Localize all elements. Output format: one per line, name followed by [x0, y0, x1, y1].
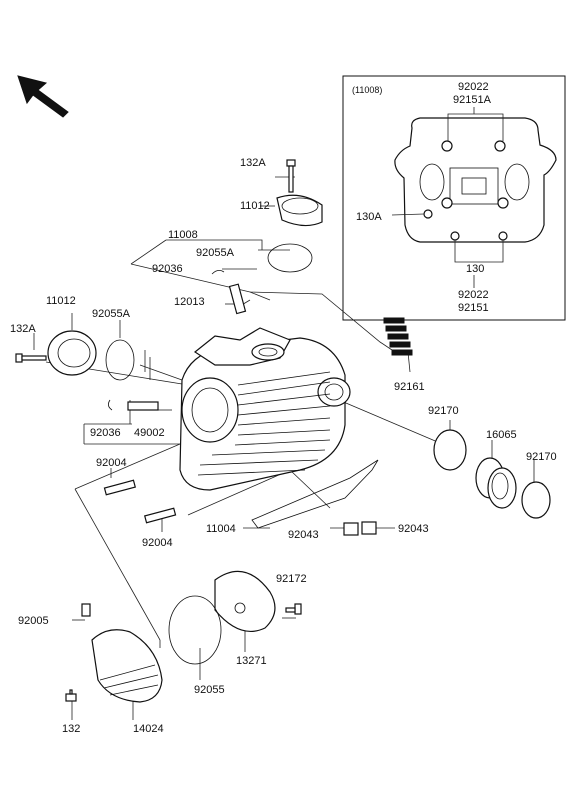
label-11008: 11008 — [168, 229, 198, 241]
pin-12013 — [228, 283, 247, 315]
label-11012-left: 11012 — [46, 295, 76, 307]
clip-92036-top — [211, 270, 225, 275]
intake-16065 — [475, 457, 517, 509]
label-92036-top: 92036 — [152, 263, 183, 275]
stud-92004-upper — [103, 479, 137, 496]
bolt-92172 — [285, 603, 302, 615]
inset-label-92022-bottom: 92022 — [458, 289, 489, 301]
stud-49002 — [127, 401, 159, 411]
front-direction-arrow-icon — [17, 75, 69, 118]
inset-label-92022-top: 92022 — [458, 81, 489, 93]
clamp-92170-upper — [433, 429, 467, 471]
label-132: 132 — [62, 723, 80, 735]
o-ring-92055a-left — [105, 339, 135, 381]
label-92055: 92055 — [194, 684, 225, 696]
bolt-132 — [65, 689, 77, 702]
label-92036-left: 92036 — [90, 427, 121, 439]
inset-label-92151a: 92151A — [453, 94, 492, 106]
label-13271: 13271 — [236, 655, 267, 667]
bolt-92005 — [81, 603, 91, 617]
plate-13271 — [214, 570, 276, 632]
label-92043-left: 92043 — [288, 529, 319, 541]
stud-92004-lower — [143, 507, 177, 524]
label-16065: 16065 — [486, 429, 517, 441]
bolt-132a-top — [286, 159, 296, 193]
label-14024: 14024 — [133, 723, 164, 735]
label-92055a-left: 92055A — [92, 308, 131, 320]
dowel-92043-left — [343, 522, 359, 536]
inset-label-130: 130 — [466, 263, 484, 275]
label-11012-top: 11012 — [240, 200, 270, 212]
label-92172: 92172 — [276, 573, 307, 585]
label-92161: 92161 — [394, 381, 425, 393]
label-12013: 12013 — [174, 296, 205, 308]
inset-cylinder-head-top-view: (11008) 92022 92151A 130A 130 92022 9215… — [342, 75, 566, 321]
clamp-92170-lower — [521, 481, 551, 519]
inset-label-130a: 130A — [356, 211, 382, 223]
clip-92036-left — [108, 399, 113, 411]
bolt-132a-left — [15, 353, 47, 363]
label-11004: 11004 — [206, 523, 236, 535]
o-ring-92055 — [168, 595, 222, 665]
label-132a-top: 132A — [240, 157, 266, 169]
valve-guides-92161 — [383, 317, 413, 356]
inset-label-92151: 92151 — [458, 302, 489, 314]
label-92005: 92005 — [18, 615, 49, 627]
label-92004-upper: 92004 — [96, 457, 127, 469]
rocker-cap-11012-left — [47, 330, 97, 376]
label-92170-upper: 92170 — [428, 405, 459, 417]
dowel-92043-right — [361, 521, 377, 535]
cover-14024 — [91, 629, 163, 703]
o-ring-92055a-top — [267, 243, 313, 273]
gasket-11004 — [251, 459, 379, 529]
inset-title: (11008) — [352, 85, 382, 95]
cylinder-head-11008 — [179, 327, 351, 491]
label-92055a-top: 92055A — [196, 247, 235, 259]
rocker-cap-11012-top — [276, 194, 323, 227]
label-92170-lower: 92170 — [526, 451, 557, 463]
label-132a-left: 132A — [10, 323, 36, 335]
label-92004-lower: 92004 — [142, 537, 173, 549]
label-92043-right: 92043 — [398, 523, 429, 535]
label-49002: 49002 — [134, 427, 165, 439]
